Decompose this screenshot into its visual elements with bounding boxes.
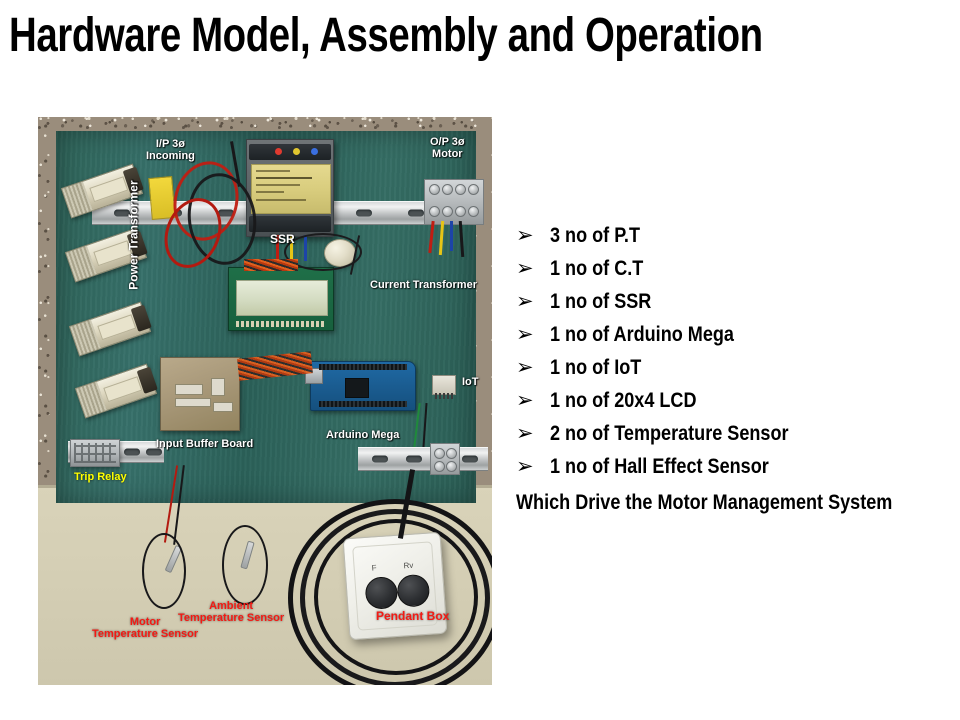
pendant-forward-label: F: [371, 563, 377, 573]
motor-terminal-wire-blue: [450, 221, 453, 251]
label-ambient-temperature-sensor-line2: Temperature Sensor: [178, 611, 285, 624]
label-motor-temperature-sensor-line1: Motor: [129, 616, 161, 628]
lcd-harness: [244, 259, 298, 271]
list-item: ➢ 3 no of P.T: [516, 224, 948, 257]
sensor-terminal-block: [430, 443, 460, 475]
label-ambient-temperature-sensor-line1: Ambient: [209, 600, 254, 612]
list-item-label: 2 no of Temperature Sensor: [550, 422, 789, 445]
label-current-transformer: Current Transformer: [370, 279, 477, 291]
label-motor-temperature-sensor-line2: Temperature Sensor: [92, 627, 199, 640]
arrow-bullet-icon: ➢: [516, 389, 534, 412]
label-input-supply-line2: Incoming: [146, 149, 195, 162]
pendant-box[interactable]: F Rv: [342, 531, 448, 641]
arrow-bullet-icon: ➢: [516, 356, 534, 379]
label-power-transformer: Power Transformer: [126, 180, 141, 290]
arrow-bullet-icon: ➢: [516, 455, 534, 478]
list-item-label: 1 no of C.T: [550, 257, 644, 280]
label-input-buffer-board: Input Buffer Board: [156, 438, 254, 450]
list-item-label: 1 no of SSR: [550, 290, 652, 313]
list-item-label: 1 no of IoT: [550, 356, 642, 379]
label-iot: IoT: [462, 376, 479, 388]
arrow-bullet-icon: ➢: [516, 290, 534, 313]
solid-state-relay: [246, 139, 334, 237]
output-terminal-block: [424, 179, 484, 225]
label-arduino-mega: Arduino Mega: [326, 429, 400, 441]
list-item-label: 1 no of 20x4 LCD: [550, 389, 697, 412]
list-item: ➢ 1 no of Arduino Mega: [516, 323, 948, 356]
arduino-mega-board: [305, 361, 416, 411]
label-ssr: SSR: [270, 232, 295, 246]
component-list-footer: Which Drive the Motor Management System: [516, 491, 893, 514]
label-output-motor-line2: Motor: [432, 147, 463, 160]
label-ambient-temperature-sensor: Ambient Temperature Sensor: [178, 600, 285, 624]
pendant-cable-coil-mid: [300, 509, 490, 685]
label-input-supply-line1: I/P 3ø: [155, 138, 186, 150]
list-item: ➢ 1 no of 20x4 LCD: [516, 389, 948, 422]
ambient-temperature-probe-cable: [222, 525, 268, 605]
motor-temperature-probe-cable: [142, 533, 186, 609]
arrow-bullet-icon: ➢: [516, 323, 534, 346]
label-input-supply: I/P 3ø Incoming: [146, 138, 195, 162]
label-output-motor: O/P 3ø Motor: [430, 136, 465, 160]
list-item-label: 3 no of P.T: [550, 224, 640, 247]
arrow-bullet-icon: ➢: [516, 422, 534, 445]
hardware-photo: F Rv I/P 3ø Incoming O/P 3ø Motor SSR Cu…: [38, 117, 492, 685]
arrow-bullet-icon: ➢: [516, 257, 534, 280]
iot-module: [432, 375, 456, 399]
label-output-motor-line1: O/P 3ø: [430, 136, 465, 148]
label-motor-temperature-sensor: Motor Temperature Sensor: [92, 616, 199, 640]
list-item-label: 1 no of Arduino Mega: [550, 323, 734, 346]
list-item: ➢ 1 no of C.T: [516, 257, 948, 290]
label-trip-relay: Trip Relay: [74, 471, 127, 483]
pendant-cable-coil-outer: [288, 499, 492, 685]
page-title: Hardware Model, Assembly and Operation: [9, 9, 763, 62]
input-buffer-board-pcb: [160, 357, 240, 431]
list-item: ➢ 1 no of Hall Effect Sensor: [516, 455, 948, 488]
ssr-output-wire-red: [276, 235, 279, 269]
list-item-label: 1 no of Hall Effect Sensor: [550, 455, 769, 478]
component-list: ➢ 3 no of P.T ➢ 1 no of C.T ➢ 1 no of SS…: [516, 224, 948, 515]
arrow-bullet-icon: ➢: [516, 224, 534, 247]
pendant-cable-coil-inner: [314, 519, 478, 675]
list-item: ➢ 1 no of SSR: [516, 290, 948, 323]
list-item: ➢ 1 no of IoT: [516, 356, 948, 389]
list-item: ➢ 2 no of Temperature Sensor: [516, 422, 948, 455]
label-pendant-box: Pendant Box: [376, 609, 450, 623]
pendant-reverse-label: Rv: [403, 560, 414, 571]
trip-relay-module: [70, 439, 120, 467]
din-rail-bottom-right: [358, 447, 488, 471]
lcd-display-20x4: [228, 267, 334, 331]
ct-lead-wire: [284, 233, 362, 271]
